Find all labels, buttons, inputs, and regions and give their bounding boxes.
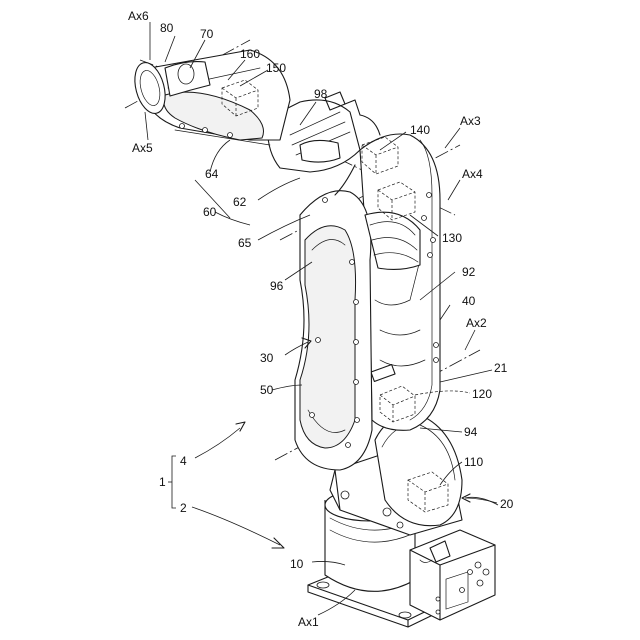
label-140: 140	[410, 123, 430, 137]
label-1: 1	[159, 475, 166, 489]
label-50: 50	[260, 383, 274, 397]
label-4: 4	[180, 454, 187, 468]
label-2: 2	[180, 501, 187, 515]
label-98: 98	[314, 87, 328, 101]
label-92: 92	[462, 265, 476, 279]
label-ax5: Ax5	[132, 141, 153, 155]
label-64: 64	[205, 167, 219, 181]
label-60: 60	[203, 205, 217, 219]
label-96: 96	[270, 279, 284, 293]
label-30: 30	[260, 351, 274, 365]
label-10: 10	[290, 557, 304, 571]
label-ax6: Ax6	[128, 9, 149, 23]
label-ax2: Ax2	[466, 316, 487, 330]
label-120: 120	[472, 387, 492, 401]
label-ax3: Ax3	[460, 114, 481, 128]
label-21: 21	[494, 361, 508, 375]
label-130: 130	[442, 231, 462, 245]
label-ax1: Ax1	[298, 615, 319, 629]
label-150: 150	[266, 61, 286, 75]
label-110: 110	[464, 455, 483, 469]
label-65: 65	[238, 236, 252, 250]
label-70: 70	[200, 27, 214, 41]
label-94: 94	[464, 425, 478, 439]
label-40: 40	[462, 294, 476, 308]
label-62: 62	[233, 195, 247, 209]
label-80: 80	[160, 21, 174, 35]
label-160: 160	[240, 47, 260, 61]
label-ax4: Ax4	[462, 167, 483, 181]
label-20: 20	[500, 497, 514, 511]
